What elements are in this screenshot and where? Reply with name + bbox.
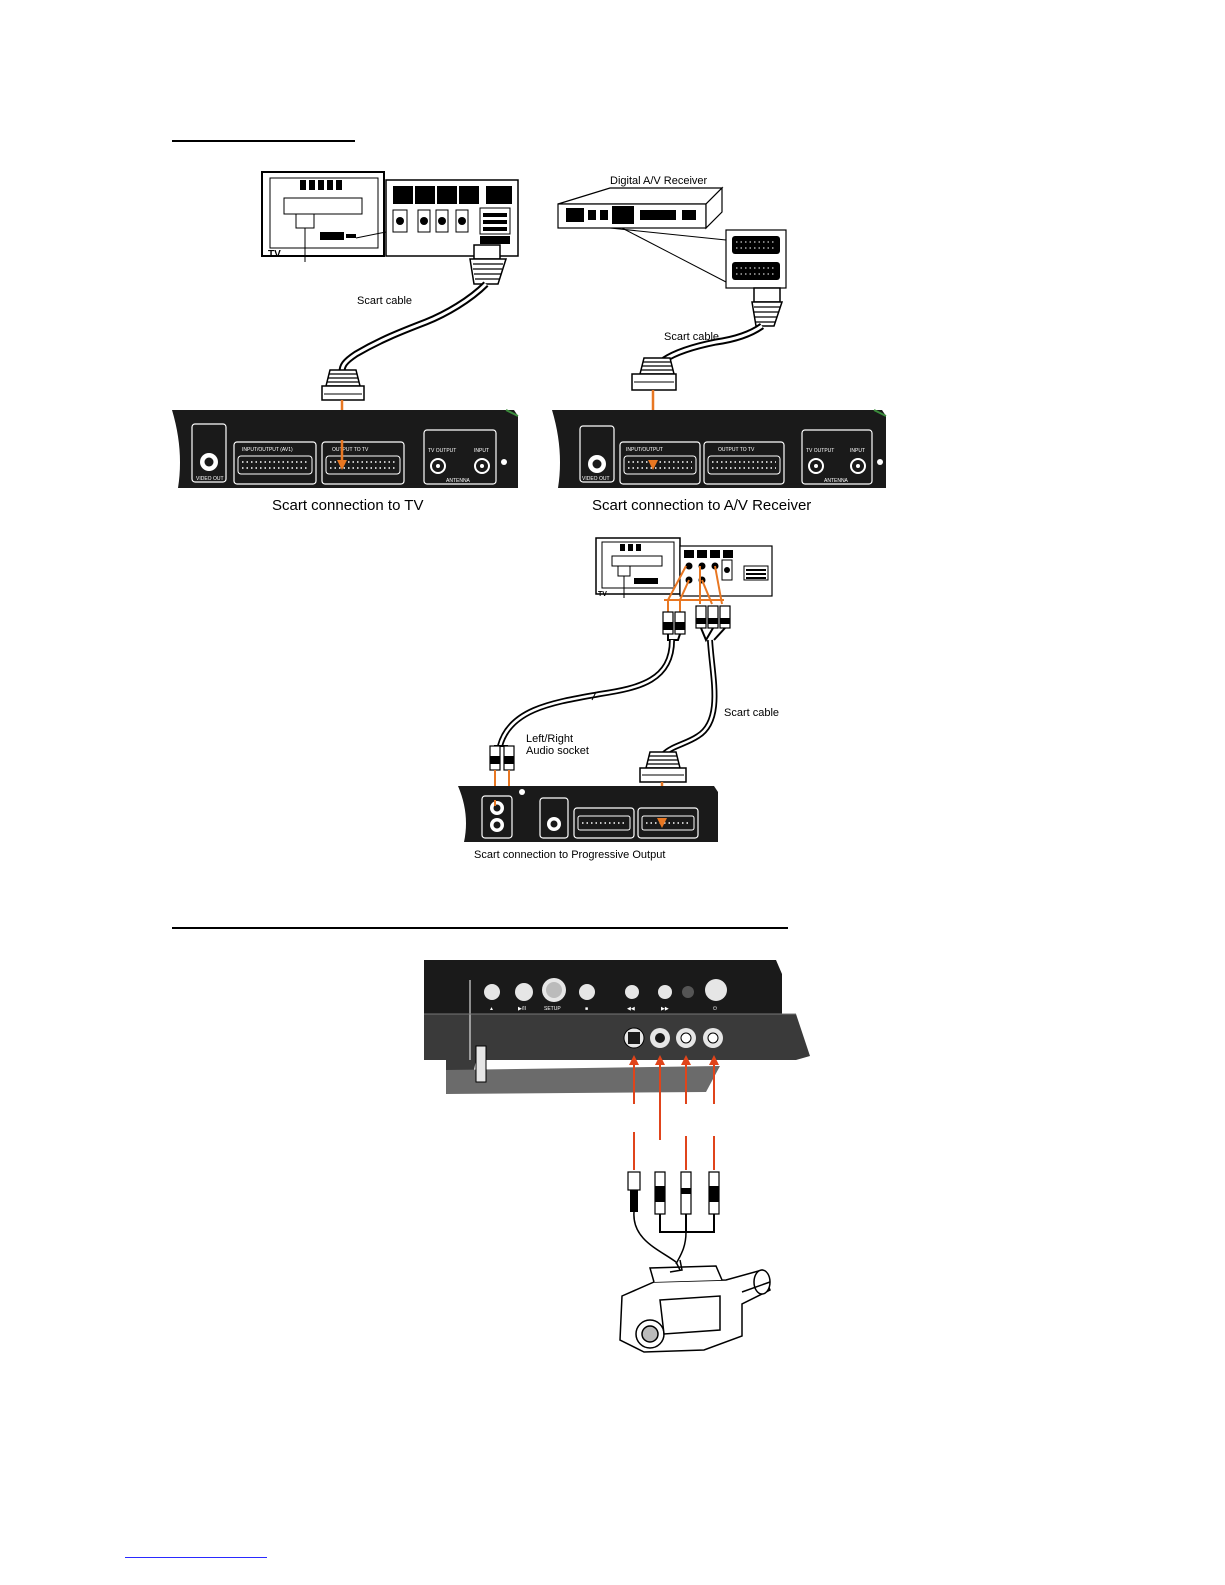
svg-text:VIDEO OUT: VIDEO OUT: [582, 476, 610, 482]
front-panel-section: ▲ ▶/II SETUP ■ ◀◀ ▶▶ ⏻: [424, 960, 810, 1353]
lr-audio-label-2: Audio socket: [526, 745, 589, 757]
scart-plug-progressive: [639, 751, 687, 783]
scart-cable-label-progressive: Scart cable: [724, 707, 779, 719]
tv-connector-callout: [385, 179, 519, 257]
tv-section: TV: [172, 171, 519, 514]
svg-text:INPUT/OUTPUT: INPUT/OUTPUT: [626, 447, 663, 453]
svg-text:▲: ▲: [489, 1006, 494, 1012]
receiver-title: Digital A/V Receiver: [610, 175, 708, 187]
tv-tag-small: TV: [598, 591, 607, 598]
svg-text:INPUT: INPUT: [474, 448, 489, 454]
svg-text:OUTPUT TO TV: OUTPUT TO TV: [718, 447, 755, 453]
device-panel-progressive: [458, 786, 718, 842]
scart-plug-receiver-bottom: [631, 357, 677, 391]
section-rule-scart: [172, 140, 355, 142]
component-cables-top: [664, 565, 724, 614]
svg-text:⏻: ⏻: [713, 1006, 717, 1012]
av-plugs-top: [695, 605, 731, 643]
scart-plug-tv-top: [469, 244, 508, 285]
audio-plugs-top: [662, 611, 686, 641]
tv-tag: TV: [268, 249, 281, 260]
device-panel-receiver: VIDEO OUT INPUT/OUTPUT OUTPUT TO TV TV O…: [552, 409, 887, 488]
tv-connector-callout-small: [679, 545, 773, 597]
receiver-connector-callout: [725, 229, 787, 289]
lr-audio-label-1: Left/Right: [526, 733, 573, 745]
svg-text:▶▶: ▶▶: [661, 1006, 669, 1012]
audio-plugs-bottom: [489, 745, 515, 771]
svg-text:▶/II: ▶/II: [518, 1006, 526, 1012]
receiver-illustration: [557, 186, 727, 283]
caption-scart-receiver: Scart connection to A/V Receiver: [592, 497, 811, 514]
section-rule-front: [172, 927, 788, 929]
caption-scart-tv: Scart connection to TV: [272, 497, 423, 514]
svg-text:ANTENNA: ANTENNA: [446, 478, 471, 484]
connection-arrows: [629, 1055, 719, 1170]
svg-text:ANTENNA: ANTENNA: [824, 478, 849, 484]
svg-text:INPUT/OUTPUT (AV1): INPUT/OUTPUT (AV1): [242, 447, 293, 453]
front-panel-illustration: ▲ ▶/II SETUP ■ ◀◀ ▶▶ ⏻: [424, 960, 810, 1094]
scart-cable-label-receiver: Scart cable: [664, 331, 719, 343]
device-panel-tv: VIDEO OUT INPUT/OUTPUT (AV1) OUTPUT TO T…: [172, 409, 519, 488]
svg-text:SETUP: SETUP: [544, 1006, 561, 1012]
scart-plug-tv-bottom: [321, 369, 365, 401]
receiver-section: Digital A/V Receiver: [552, 175, 887, 514]
progressive-section: TV: [458, 537, 779, 861]
svg-text:TV OUTPUT: TV OUTPUT: [428, 448, 456, 454]
scart-plug-receiver-top: [751, 287, 784, 327]
svg-text:INPUT: INPUT: [850, 448, 865, 454]
footnote-rule: [125, 1557, 267, 1558]
audio-cable: [497, 639, 675, 747]
camcorder-plugs: [627, 1171, 720, 1265]
scart-cable-label-tv: Scart cable: [357, 295, 412, 307]
tv-rear-illustration: [261, 171, 387, 262]
svg-text:◀◀: ◀◀: [627, 1006, 635, 1012]
svg-text:■: ■: [585, 1006, 588, 1012]
svg-text:TV OUTPUT: TV OUTPUT: [806, 448, 834, 454]
svg-text:VIDEO OUT: VIDEO OUT: [196, 476, 224, 482]
tv-rear-small: [595, 537, 681, 598]
svg-text:OUTPUT TO TV: OUTPUT TO TV: [332, 447, 369, 453]
caption-scart-progressive: Scart connection to Progressive Output: [474, 849, 665, 861]
camcorder-illustration: [619, 1259, 771, 1353]
